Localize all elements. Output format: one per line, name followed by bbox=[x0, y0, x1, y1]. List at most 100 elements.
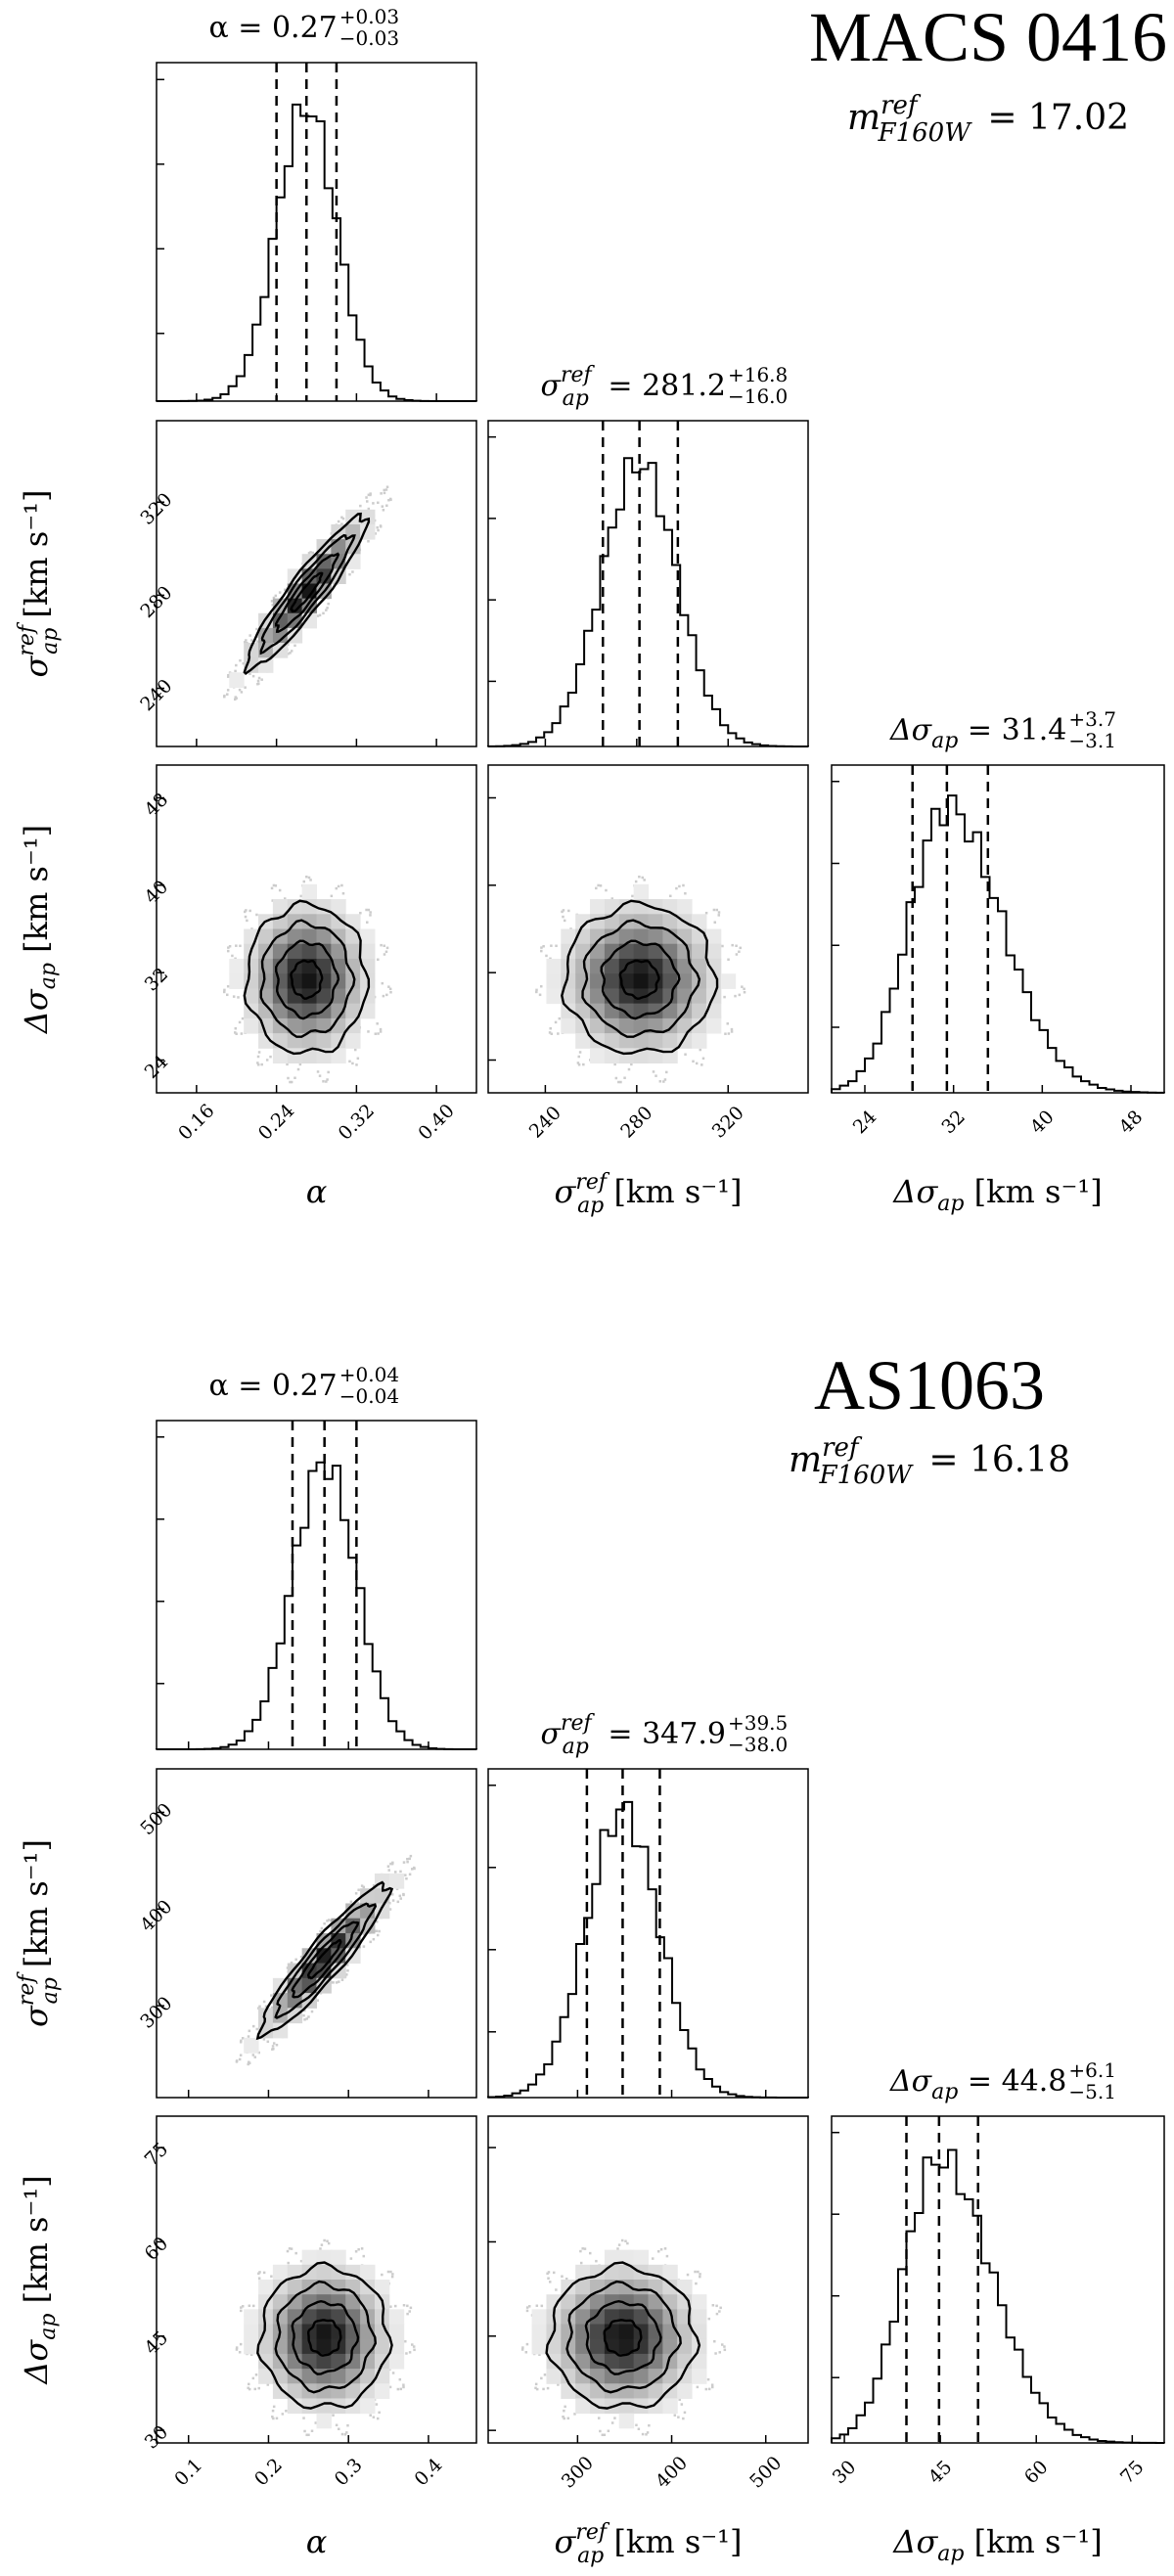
panel-frame bbox=[156, 1420, 477, 1750]
density-cell bbox=[648, 1033, 663, 1049]
scatter-point bbox=[699, 1048, 702, 1052]
scatter-point bbox=[318, 1074, 322, 1077]
scatter-point bbox=[723, 2345, 726, 2348]
density-cell bbox=[648, 2369, 663, 2384]
density-cell bbox=[316, 2369, 332, 2384]
scatter-point bbox=[303, 2009, 306, 2012]
scatter-point bbox=[724, 1032, 727, 1035]
scatter-point bbox=[231, 954, 234, 958]
density-cell bbox=[287, 2383, 303, 2399]
contour-0 bbox=[306, 1938, 342, 1980]
title-delta_sigma-err-plus: +3.7 bbox=[1068, 707, 1116, 731]
density-cell bbox=[590, 1048, 606, 1064]
scatter-point bbox=[238, 688, 242, 692]
scatter-point bbox=[362, 1945, 366, 1948]
density-cell bbox=[662, 2338, 678, 2355]
scatter-point bbox=[239, 944, 242, 948]
density-cell bbox=[692, 2353, 707, 2370]
scatter-point bbox=[549, 1026, 552, 1030]
density-cell bbox=[633, 2369, 649, 2384]
density-cell bbox=[648, 2294, 663, 2310]
density-cell bbox=[662, 973, 678, 989]
scatter-point bbox=[309, 879, 312, 881]
scatter-point bbox=[372, 1883, 376, 1887]
scatter-point bbox=[396, 2387, 400, 2391]
scatter-point bbox=[682, 2417, 685, 2420]
scatter-point bbox=[239, 2342, 243, 2346]
density-cell bbox=[648, 2353, 663, 2370]
density-cell bbox=[301, 943, 317, 960]
density-cell bbox=[316, 2338, 332, 2355]
scatter-point bbox=[240, 1032, 244, 1035]
density-cell bbox=[692, 2294, 707, 2310]
scatter-point bbox=[405, 1876, 408, 1880]
scatter-point bbox=[562, 2415, 564, 2418]
scatter-point bbox=[699, 2275, 701, 2279]
scatter-point bbox=[374, 532, 378, 535]
scatter-point bbox=[387, 985, 390, 988]
scatter-point bbox=[577, 1055, 581, 1059]
density-cell bbox=[258, 958, 274, 974]
density-cell bbox=[301, 2294, 317, 2310]
density-cell bbox=[258, 2369, 274, 2384]
scatter-point bbox=[564, 2405, 566, 2409]
contour-1 bbox=[291, 1921, 360, 1999]
scatter-point bbox=[247, 2062, 249, 2066]
density-cell bbox=[331, 2383, 346, 2399]
scatter-point bbox=[719, 2306, 722, 2310]
density-cell bbox=[662, 2280, 678, 2295]
scatter-point bbox=[337, 520, 340, 523]
scatter-point bbox=[383, 944, 385, 948]
scatter-point bbox=[630, 1062, 633, 1066]
density-cell bbox=[345, 1933, 361, 1949]
scatter-point bbox=[389, 498, 392, 502]
scatter-point bbox=[388, 987, 392, 991]
density-cell bbox=[705, 928, 722, 945]
panel-frame bbox=[156, 2115, 477, 2444]
scatter-point bbox=[251, 2054, 255, 2056]
density-cell bbox=[662, 2383, 678, 2399]
density-cell bbox=[575, 2383, 591, 2399]
scatter-point bbox=[340, 883, 343, 887]
scatter-point bbox=[340, 516, 343, 520]
density-cell bbox=[633, 1033, 649, 1049]
scatter-point bbox=[727, 958, 730, 962]
cluster-title: MACS 0416 bbox=[809, 0, 1167, 76]
scatter-point bbox=[408, 2310, 411, 2313]
density-cell bbox=[244, 2324, 259, 2340]
scatter-point bbox=[613, 1062, 616, 1066]
density-cell bbox=[345, 523, 361, 540]
scatter-point bbox=[665, 1070, 668, 1074]
scatter-point bbox=[652, 1070, 655, 1073]
density-cell bbox=[287, 899, 303, 915]
density-cell bbox=[692, 2309, 707, 2326]
scatter-point bbox=[573, 2413, 576, 2416]
scatter-point bbox=[257, 682, 260, 686]
scatter-point bbox=[595, 2259, 598, 2263]
scatter-point bbox=[535, 988, 538, 992]
x-tick-label: 320 bbox=[708, 1102, 748, 1142]
scatter-point bbox=[678, 2398, 681, 2401]
scatter-point bbox=[547, 2277, 550, 2280]
scatter-point bbox=[619, 1080, 622, 1084]
scatter-point bbox=[337, 884, 340, 888]
scatter-point bbox=[562, 909, 565, 912]
scatter-point bbox=[406, 2312, 409, 2316]
panel-frame bbox=[487, 764, 809, 1094]
scatter-point bbox=[355, 1063, 358, 1066]
scatter-point bbox=[326, 607, 329, 610]
scatter-point bbox=[251, 2304, 255, 2308]
density-cell bbox=[677, 2383, 693, 2399]
density-cell bbox=[345, 2309, 361, 2326]
y-tick-label: 30 bbox=[141, 2421, 173, 2454]
x-tick-label: 0.1 bbox=[170, 2455, 206, 2491]
density-cell bbox=[648, 1003, 663, 1019]
density-cell bbox=[677, 2369, 693, 2384]
scatter-point bbox=[369, 2414, 372, 2417]
density-cell bbox=[331, 2369, 346, 2384]
scatter-point bbox=[597, 2417, 601, 2419]
title-delta_sigma-title: Δσap = 44.8 bbox=[889, 2064, 1066, 2104]
scatter-point bbox=[251, 2024, 255, 2028]
density-cell bbox=[618, 2413, 635, 2429]
